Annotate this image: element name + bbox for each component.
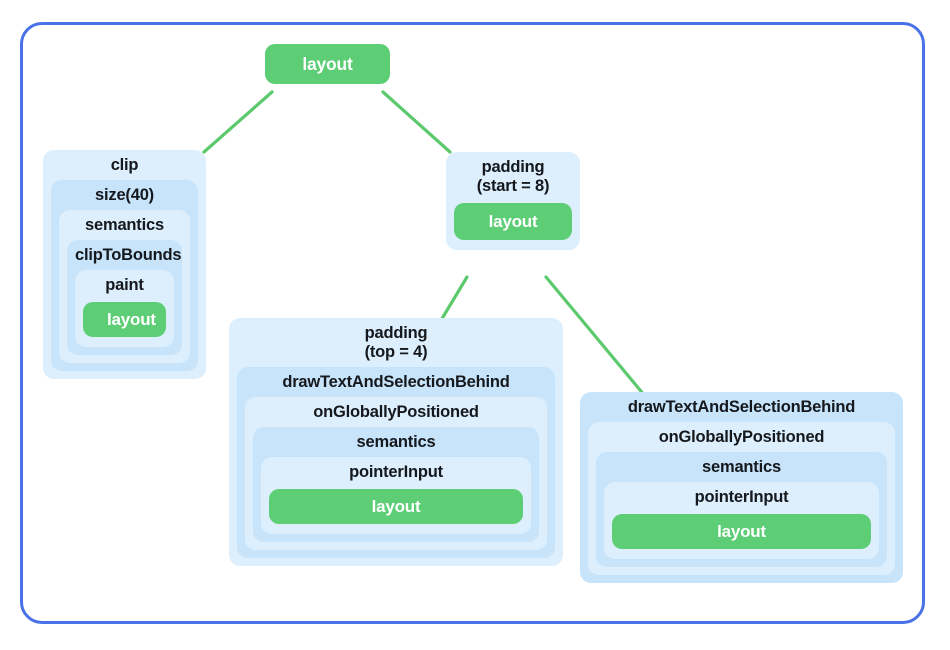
layout-pill[interactable]: layout (454, 202, 572, 241)
modifier-pointer-input[interactable]: pointerInput layout (261, 456, 531, 535)
node-padding-top[interactable]: padding (top = 4) drawTextAndSelectionBe… (229, 318, 563, 567)
modifier-padding-top-label: padding (top = 4) (364, 324, 428, 361)
modifier-clip[interactable]: clip size(40) semantics clipToBounds pai… (43, 150, 206, 380)
modifier-size[interactable]: size(40) semantics clipToBounds paint la… (51, 179, 198, 372)
modifier-on-globally-positioned-label: onGloballyPositioned (313, 402, 479, 421)
modifier-padding-top[interactable]: padding (top = 4) drawTextAndSelectionBe… (229, 318, 563, 567)
modifier-clip-to-bounds[interactable]: clipToBounds paint layout (67, 239, 182, 356)
modifier-paint-label: paint (105, 275, 144, 294)
layout-pill[interactable]: layout (83, 301, 166, 338)
modifier-semantics[interactable]: semantics clipToBounds paint layout (59, 209, 190, 364)
modifier-pointer-input[interactable]: pointerInput layout (604, 481, 879, 560)
modifier-semantics-label: semantics (356, 432, 436, 451)
modifier-draw-text-label: drawTextAndSelectionBehind (282, 372, 510, 391)
node-padding-start[interactable]: padding (start = 8) layout (446, 152, 580, 251)
modifier-paint[interactable]: paint layout (75, 269, 174, 348)
modifier-draw-text-and-selection-behind[interactable]: drawTextAndSelectionBehind onGloballyPos… (580, 392, 903, 584)
modifier-semantics[interactable]: semantics pointerInput layout (253, 426, 539, 543)
node-draw-text-and-selection-behind[interactable]: drawTextAndSelectionBehind onGloballyPos… (580, 392, 903, 584)
modifier-semantics[interactable]: semantics pointerInput layout (596, 451, 887, 568)
diagram-frame (20, 22, 925, 624)
modifier-pointer-input-label: pointerInput (694, 487, 789, 506)
modifier-on-globally-positioned[interactable]: onGloballyPositioned semantics pointerIn… (245, 396, 547, 551)
modifier-semantics-label: semantics (85, 215, 164, 234)
layout-pill[interactable]: layout (269, 488, 523, 525)
modifier-clip-to-bounds-label: clipToBounds (75, 245, 182, 264)
layout-pill[interactable]: layout (265, 44, 390, 85)
modifier-clip-label: clip (110, 156, 139, 174)
node-root-layout[interactable]: layout (265, 44, 390, 85)
modifier-semantics-label: semantics (702, 457, 781, 476)
modifier-on-globally-positioned[interactable]: onGloballyPositioned semantics pointerIn… (588, 421, 895, 576)
modifier-padding-start[interactable]: padding (start = 8) layout (446, 152, 580, 251)
modifier-padding-start-label: padding (start = 8) (476, 158, 550, 195)
modifier-draw-text-and-selection-behind[interactable]: drawTextAndSelectionBehind onGloballyPos… (237, 366, 555, 559)
layout-pill[interactable]: layout (612, 513, 871, 550)
modifier-pointer-input-label: pointerInput (349, 462, 443, 481)
modifier-draw-text-label: drawTextAndSelectionBehind (627, 398, 856, 416)
modifier-on-globally-positioned-label: onGloballyPositioned (658, 427, 825, 446)
node-clip[interactable]: clip size(40) semantics clipToBounds pai… (43, 150, 206, 380)
modifier-size-label: size(40) (95, 185, 154, 204)
